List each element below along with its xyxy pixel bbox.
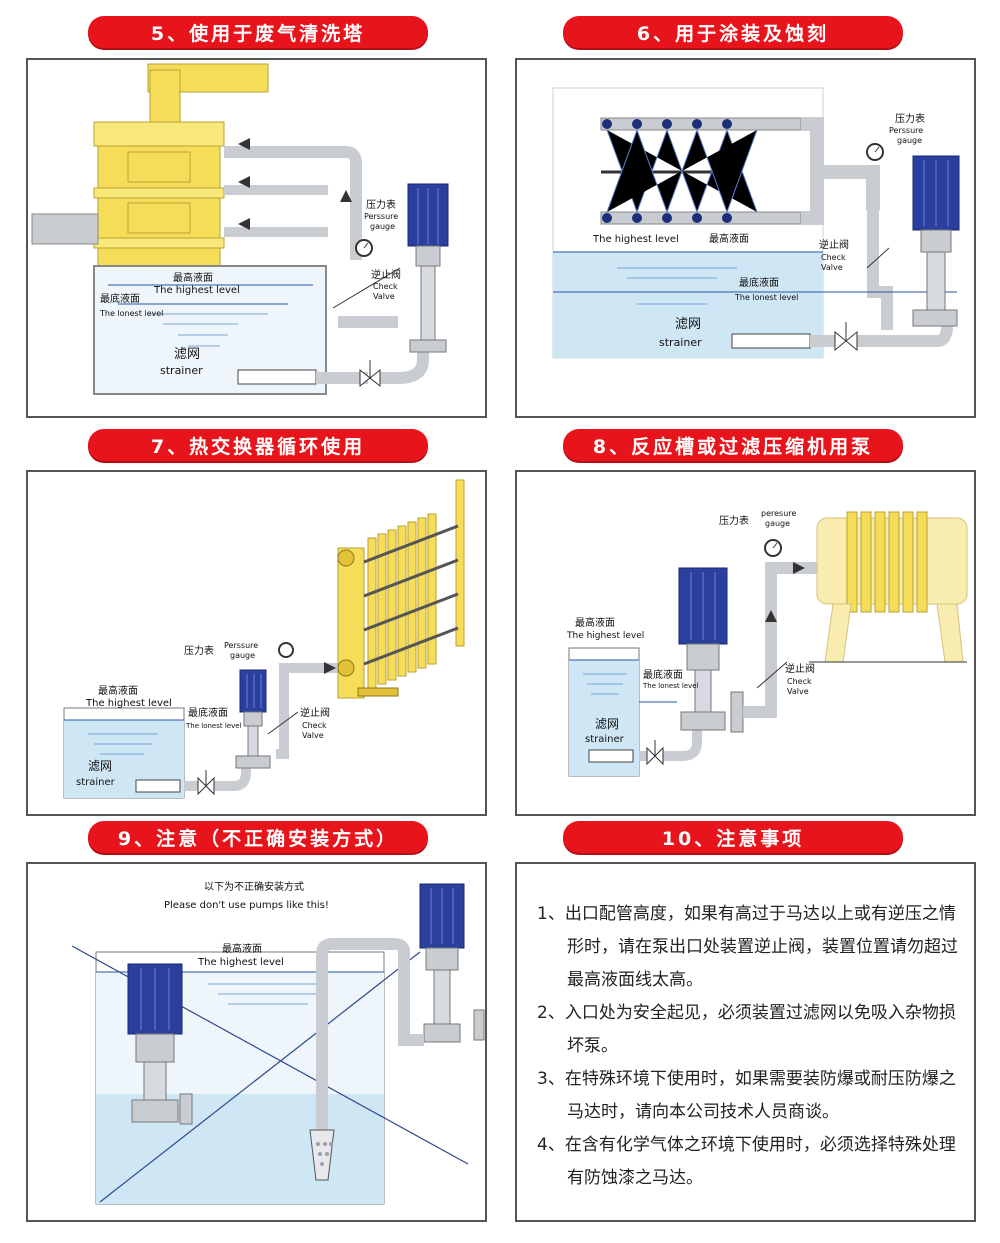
p8-gauge-en2: gauge xyxy=(765,519,790,528)
panel-5-scrubber-diagram: 最高液面 The highest level 最底液面 The lonest l… xyxy=(26,58,487,418)
p7-strainer-en: strainer xyxy=(76,777,116,788)
p7-highest-en: The highest level xyxy=(85,698,172,709)
notes-list: 1、出口配管高度，如果有高过于马达以上或有逆压之情形时，请在泵出口处装置逆止阀，… xyxy=(537,898,960,1195)
p8-strainer-en: strainer xyxy=(585,734,625,745)
p6-highest-en: The highest level xyxy=(592,234,679,245)
p9-caption-cn: 以下为不正确安装方式 xyxy=(204,880,304,893)
p8-strainer-cn: 滤网 xyxy=(595,717,619,731)
panel-7-heat-exchanger-diagram: 最高液面 The highest level 最底液面 The lonest l… xyxy=(26,470,487,816)
panel-8-reactor-diagram: 最高液面 The highest level 最底液面 The lonest l… xyxy=(515,470,976,816)
p8-valve-en2: Valve xyxy=(787,687,809,696)
p6-valve-en2: Valve xyxy=(821,263,843,272)
p5-gauge-en2: gauge xyxy=(370,222,395,231)
note-item-4: 4、在含有化学气体之环境下使用时，必须选择特殊处理有防蚀漆之马达。 xyxy=(537,1135,956,1188)
p7-valve-en2: Valve xyxy=(302,731,324,740)
p5-gauge-en1: Perssure xyxy=(364,212,398,221)
panel-8-title: 8、反应槽或过滤压缩机用泵 xyxy=(563,429,903,461)
p7-gauge-en1: Perssure xyxy=(224,641,258,650)
p6-lowest-cn: 最底液面 xyxy=(739,276,779,289)
p5-strainer-cn: 滤网 xyxy=(174,347,200,362)
p6-valve-en1: Check xyxy=(821,253,846,262)
note-item-3: 3、在特殊环境下使用时，如果需要装防爆或耐压防爆之马达时，请向本公司技术人员商谈… xyxy=(537,1069,956,1122)
panel-10-notes: 1、出口配管高度，如果有高过于马达以上或有逆压之情形时，请在泵出口处装置逆止阀，… xyxy=(515,862,976,1222)
p7-lowest-en: The lonest level xyxy=(185,722,242,730)
panel-9-title: 9、注意（不正确安装方式） xyxy=(88,821,428,853)
p9-caption-en: Please don't use pumps like this! xyxy=(164,900,329,911)
p8-lowest-cn: 最底液面 xyxy=(643,668,683,681)
p5-valve-en1: Check xyxy=(373,282,398,291)
p5-highest-en: The highest level xyxy=(153,285,240,296)
p6-lowest-en: The lonest level xyxy=(734,293,798,302)
p5-lowest-cn: 最底液面 xyxy=(100,292,140,305)
p7-highest-cn: 最高液面 xyxy=(98,684,138,697)
panel-10-title: 10、注意事项 xyxy=(563,821,903,853)
panel-5-title: 5、使用于废气清洗塔 xyxy=(88,16,428,48)
p7-gauge-en2: gauge xyxy=(230,651,255,660)
p6-strainer-en: strainer xyxy=(659,336,702,349)
p7-strainer-cn: 滤网 xyxy=(88,759,112,773)
p6-valve-cn: 逆止阀 xyxy=(819,238,849,251)
p9-highest-cn: 最高液面 xyxy=(222,942,262,955)
p8-highest-cn: 最高液面 xyxy=(575,616,615,629)
p5-highest-cn: 最高液面 xyxy=(173,271,213,284)
p7-valve-en1: Check xyxy=(302,721,327,730)
p5-strainer-en: strainer xyxy=(160,364,203,377)
p8-lowest-en: The lonest level xyxy=(642,682,699,690)
p6-strainer-cn: 滤网 xyxy=(675,317,701,332)
p7-gauge-cn: 压力表 xyxy=(184,644,214,657)
p7-valve-cn: 逆止阀 xyxy=(300,706,330,719)
p8-gauge-en1: peresure xyxy=(761,509,796,518)
p8-valve-en1: Check xyxy=(787,677,812,686)
panel-7-title: 7、热交换器循环使用 xyxy=(88,429,428,461)
note-item-2: 2、入口处为安全起见，必须装置过滤网以免吸入杂物损坏泵。 xyxy=(537,1003,956,1056)
p5-lowest-en: The lonest level xyxy=(99,309,163,318)
p6-highest-cn: 最高液面 xyxy=(709,232,749,245)
p8-highest-en: The highest level xyxy=(566,631,644,641)
p7-lowest-cn: 最底液面 xyxy=(188,706,228,719)
note-item-1: 1、出口配管高度，如果有高过于马达以上或有逆压之情形时，请在泵出口处装置逆止阀，… xyxy=(537,904,958,990)
p5-valve-en2: Valve xyxy=(373,292,395,301)
p8-gauge-cn: 压力表 xyxy=(719,514,749,527)
p5-valve-cn: 逆止阀 xyxy=(371,268,401,281)
p8-valve-cn: 逆止阀 xyxy=(785,662,815,675)
panel-9-incorrect-installation: 以下为不正确安装方式 Please don't use pumps like t… xyxy=(26,862,487,1222)
p6-gauge-en2: gauge xyxy=(897,136,922,145)
p9-highest-en: The highest level xyxy=(197,957,284,968)
p5-gauge-cn: 压力表 xyxy=(366,198,396,211)
p6-gauge-en1: Perssure xyxy=(889,126,923,135)
panel-6-coating-diagram: The highest level 最高液面 最底液面 The lonest l… xyxy=(515,58,976,418)
p6-gauge-cn: 压力表 xyxy=(895,112,925,125)
panel-6-title: 6、用于涂装及蚀刻 xyxy=(563,16,903,48)
